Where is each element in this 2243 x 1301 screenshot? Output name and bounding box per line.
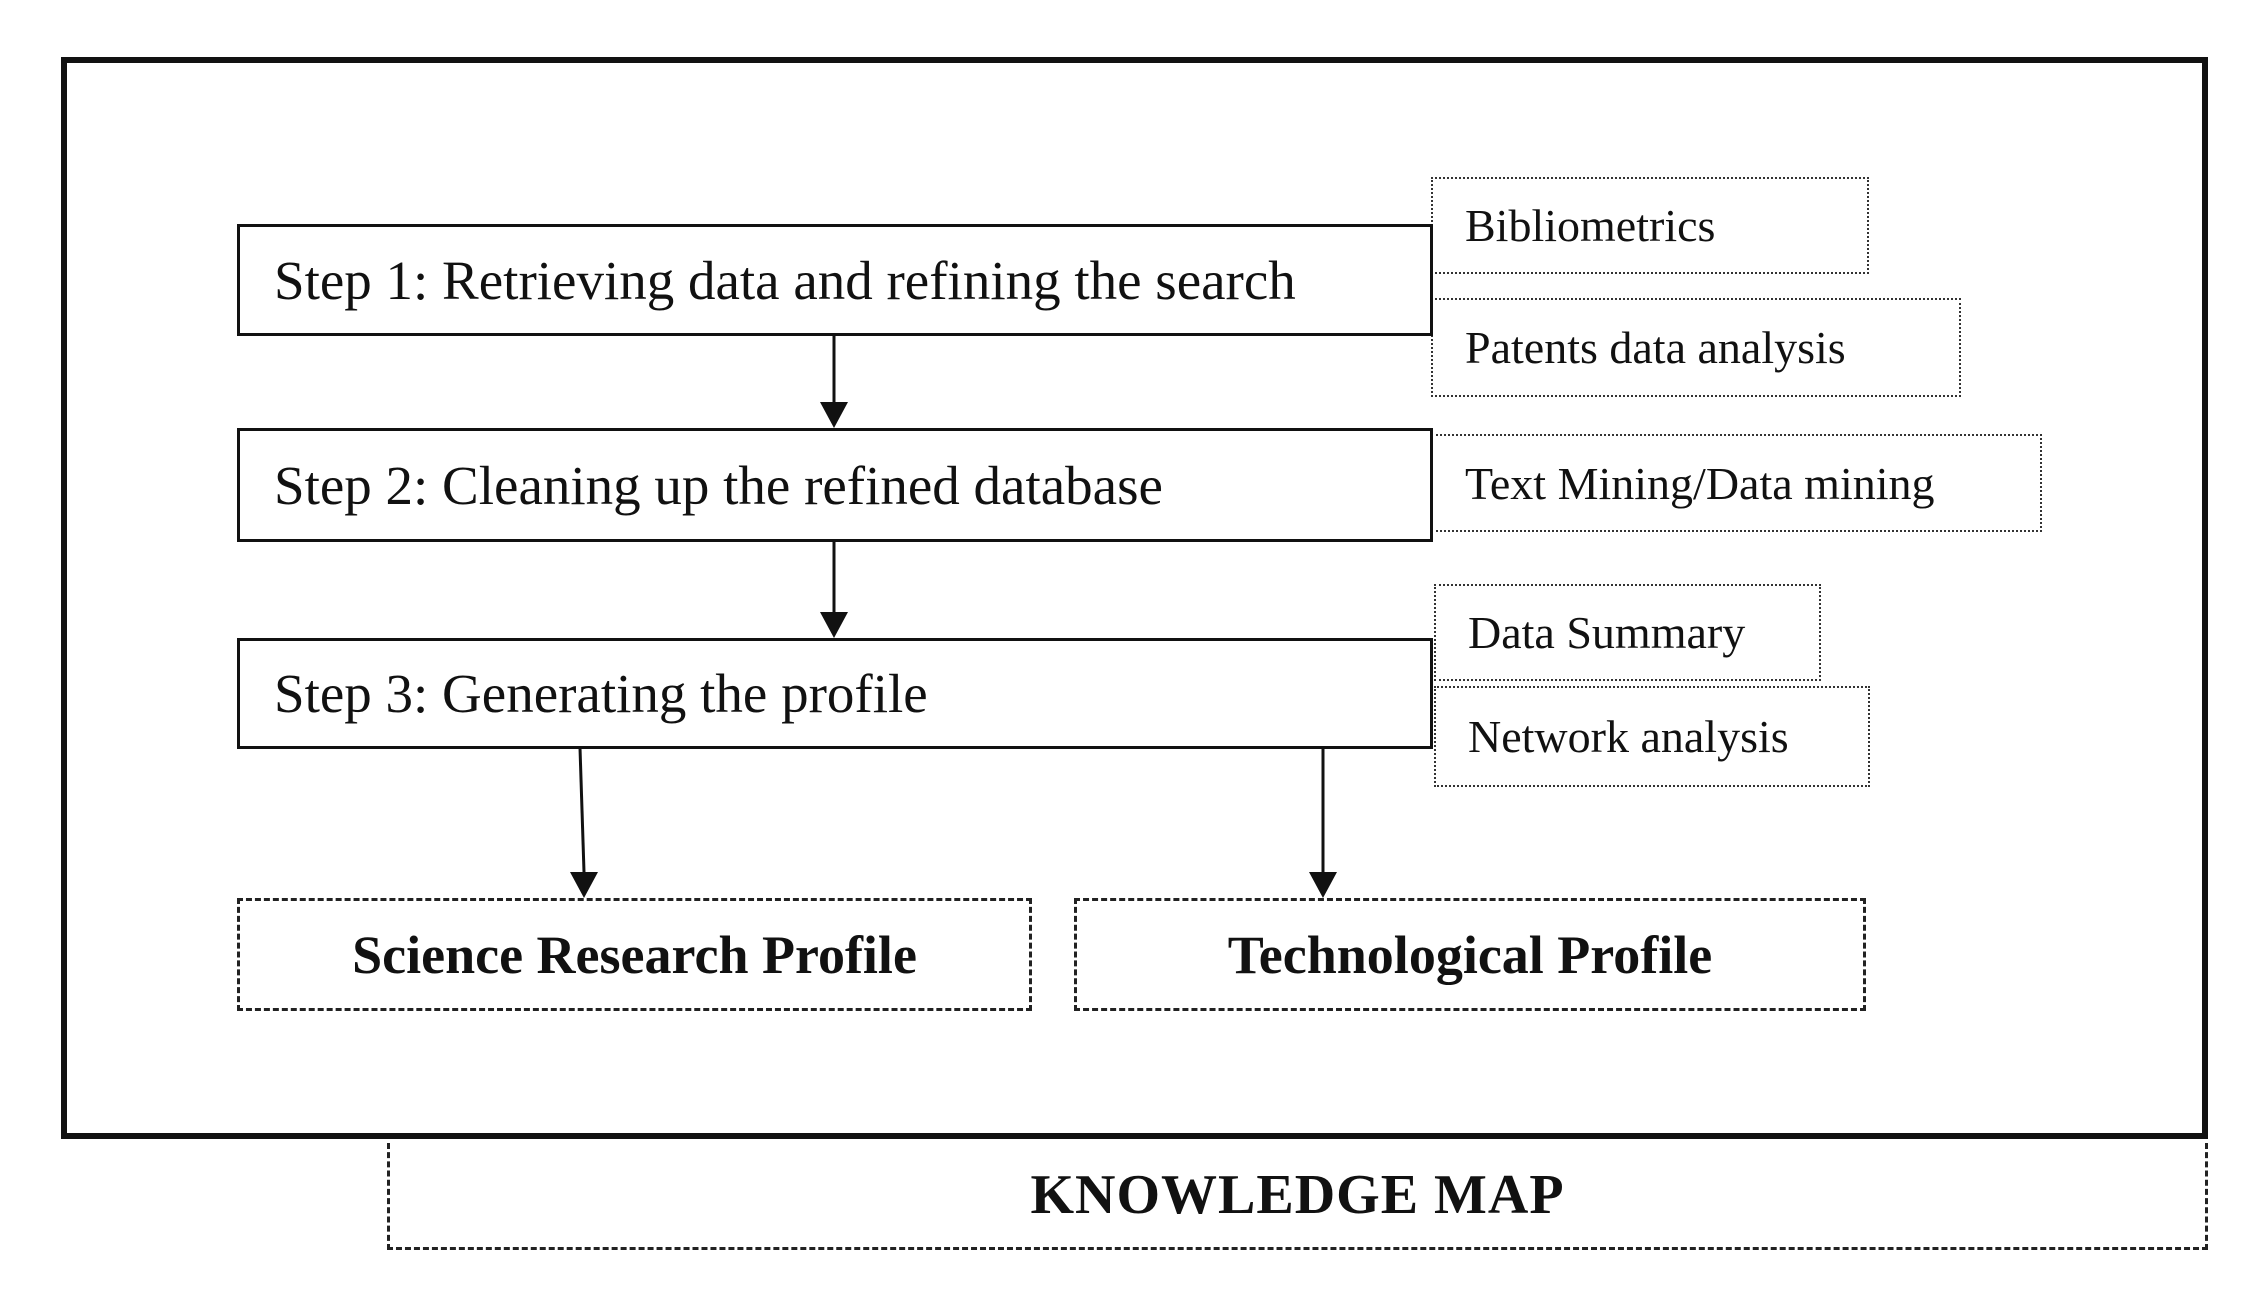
technological-profile-box: Technological Profile	[1074, 898, 1866, 1011]
knowledge-map-label-box: KNOWLEDGE MAP	[387, 1143, 2208, 1250]
step-1-box: Step 1: Retrieving data and refining the…	[237, 224, 1433, 336]
method-text-mining: Text Mining/Data mining	[1431, 434, 2042, 532]
method-patents-data-analysis: Patents data analysis	[1431, 298, 1961, 397]
method-network-analysis-label: Network analysis	[1468, 711, 1789, 762]
step-1-label: Step 1: Retrieving data and refining the…	[274, 249, 1296, 311]
method-bibliometrics-label: Bibliometrics	[1465, 200, 1716, 251]
method-data-summary-label: Data Summary	[1468, 607, 1746, 658]
step-3-box: Step 3: Generating the profile	[237, 638, 1433, 749]
science-research-profile-box: Science Research Profile	[237, 898, 1032, 1011]
knowledge-map-label: KNOWLEDGE MAP	[1030, 1164, 1565, 1226]
technological-profile-label: Technological Profile	[1227, 924, 1713, 985]
step-2-box: Step 2: Cleaning up the refined database	[237, 428, 1433, 542]
method-bibliometrics: Bibliometrics	[1431, 177, 1869, 274]
step-2-label: Step 2: Cleaning up the refined database	[274, 454, 1163, 516]
knowledge-map-frame	[61, 57, 2208, 1139]
method-patents-label: Patents data analysis	[1465, 322, 1846, 373]
science-research-profile-label: Science Research Profile	[352, 924, 917, 985]
method-data-summary: Data Summary	[1434, 584, 1821, 681]
method-text-mining-label: Text Mining/Data mining	[1465, 457, 1935, 509]
step-3-label: Step 3: Generating the profile	[274, 663, 928, 724]
method-network-analysis: Network analysis	[1434, 686, 1870, 787]
